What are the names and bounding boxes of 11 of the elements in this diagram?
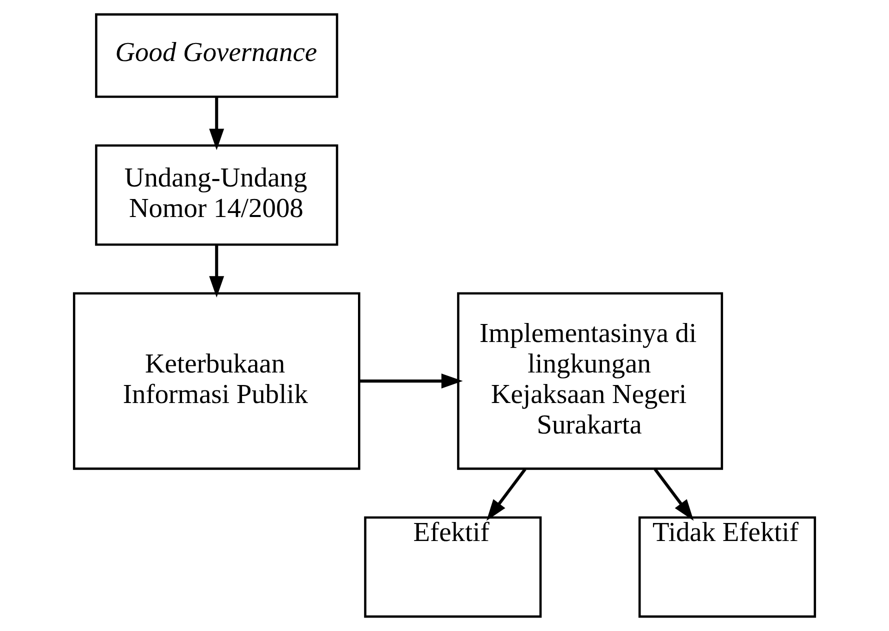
node-box: Efektif	[364, 516, 542, 618]
arrow	[360, 374, 463, 389]
arrow	[209, 97, 224, 150]
node-box: Implementasinya di lingkungan Kejaksaan Negeri Surakarta	[457, 292, 724, 470]
node-box: Tidak Efektif	[638, 516, 816, 618]
arrow	[209, 244, 224, 298]
arrow	[654, 468, 694, 521]
node-box: Good Governance	[95, 13, 338, 98]
node-box: Keterbukaan Informasi Publik	[72, 292, 360, 470]
arrow	[486, 468, 526, 521]
node-box: Undang-Undang Nomor 14/2008	[95, 144, 338, 246]
